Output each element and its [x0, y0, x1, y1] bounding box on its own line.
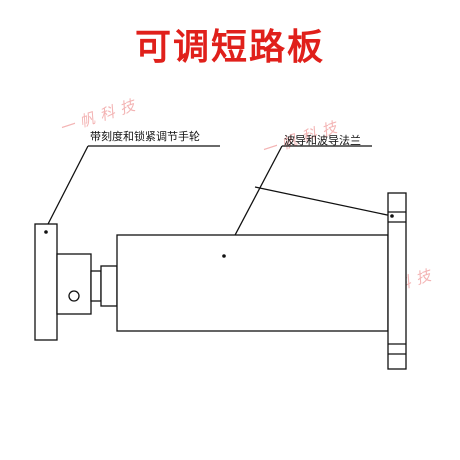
locking-hub [56, 253, 92, 315]
waveguide-flange [387, 192, 407, 370]
waveguide-leader-dot-flange [390, 214, 394, 218]
shaft-step-2 [100, 265, 118, 307]
lock-screw-hole [68, 290, 80, 302]
waveguide-leader-dot-body [222, 254, 226, 258]
handwheel-label: 带刻度和锁紧调节手轮 [90, 130, 200, 143]
handwheel-leader-line [45, 145, 89, 229]
handwheel-leader-dot [44, 230, 48, 234]
waveguide-label: 波导和波导法兰 [284, 134, 361, 147]
diagram-title: 可调短路板 [134, 27, 325, 68]
shaft-step-1 [90, 270, 102, 302]
handwheel-disk [34, 223, 58, 341]
waveguide-body [116, 234, 389, 332]
waveguide-leader-line-flange [254, 186, 393, 217]
